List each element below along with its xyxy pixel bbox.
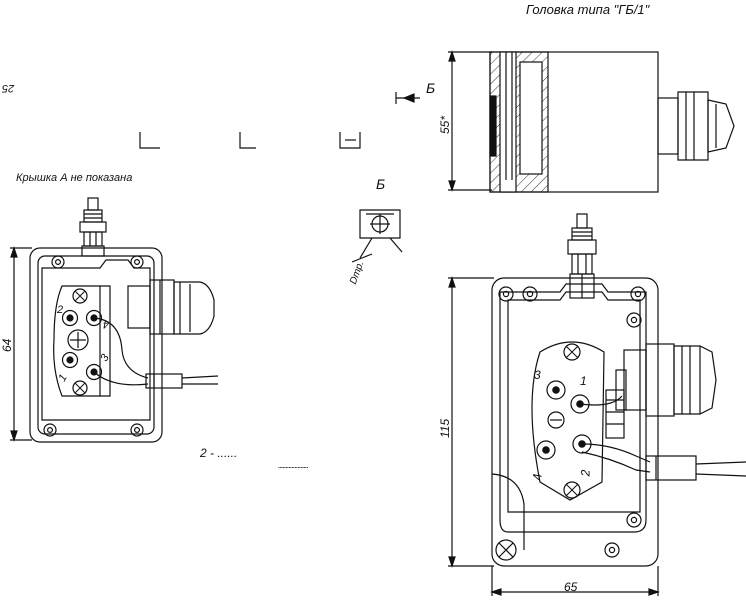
corner-screw [626, 312, 642, 328]
top-connector [79, 197, 107, 257]
left-box-view [10, 197, 219, 443]
scale-note-fragment: 2 - ...... [200, 446, 238, 460]
terminal-screw [61, 309, 79, 327]
side-section-view [448, 50, 735, 193]
marking-strip [605, 389, 625, 439]
header-text: Головка типа "ГБ/1" [526, 2, 650, 17]
corner-screw [522, 286, 538, 302]
left-terminal-number: 2 [57, 304, 64, 316]
dim-right-width: 65 [564, 580, 578, 594]
left-terminal-number: 4 [103, 318, 110, 330]
section-label-b-2: Б [376, 176, 386, 192]
dim-side-height: 55* [438, 115, 452, 134]
corner-screw [630, 286, 646, 302]
terminal-screw [546, 380, 566, 400]
right-terminal-number: 2 [578, 469, 593, 477]
cable-gland [615, 343, 717, 417]
cable-sleeve [145, 373, 219, 389]
right-box-view [448, 213, 746, 596]
top-connector [567, 213, 597, 299]
dim-right-height: 115 [438, 418, 452, 438]
right-terminal-number: 3 [534, 368, 541, 382]
terminal-screw [61, 351, 79, 369]
x-mark-screw [495, 539, 517, 561]
cable-gland [127, 279, 215, 335]
view-caption: Крышка А не показана [16, 172, 133, 184]
cable-sleeve [645, 455, 746, 481]
corner-screw [498, 286, 514, 302]
right-terminal-number: 4 [530, 473, 545, 481]
terminal-screw [536, 440, 556, 460]
corner-screw [626, 512, 642, 528]
section-b-detail [351, 92, 420, 263]
corner-screw [130, 423, 144, 437]
top-left-fragment: 25 [2, 82, 15, 94]
corner-screw [43, 423, 57, 437]
terminal-block [53, 285, 149, 397]
corner-screw [604, 542, 620, 558]
top-fragment-view [139, 132, 361, 149]
terminal-block [531, 341, 651, 501]
section-label-b: Б [426, 80, 436, 96]
scale-note-fragment-2: .................... [278, 460, 309, 470]
right-terminal-number: 1 [580, 374, 587, 388]
corner-screw [51, 255, 65, 269]
corner-screw [130, 255, 144, 269]
dim-left-height: 64 [0, 338, 14, 352]
